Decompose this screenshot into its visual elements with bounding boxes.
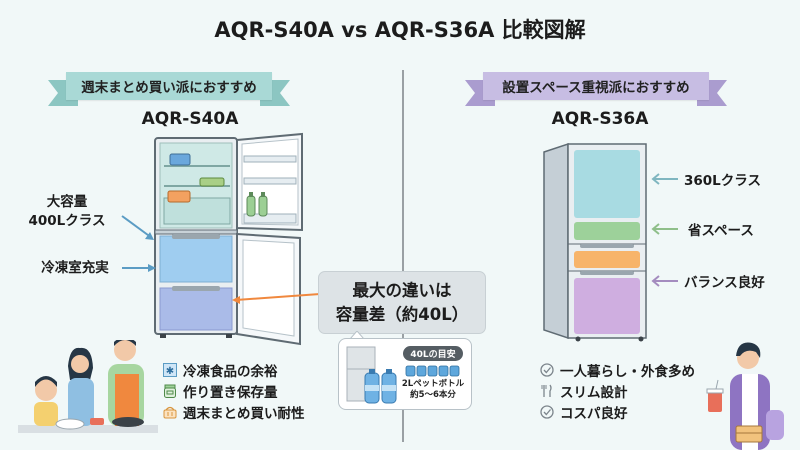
bottles-row-icon	[405, 365, 460, 377]
feature-frozen-food: ✱ 冷凍食品の余裕	[163, 359, 305, 380]
feature-bulk-buy: 週末まとめ買い耐性	[163, 401, 305, 422]
snowflake-icon: ✱	[163, 362, 177, 377]
right-ribbon-text: 設置スペース重視派におすすめ	[483, 72, 709, 100]
right-label-capacity: 360Lクラス	[684, 173, 762, 189]
capacity-label-line1: 大容量	[46, 194, 88, 210]
feature-label: 一人暮らし・外食多め	[560, 363, 695, 380]
feature-label: コスパ良好	[560, 405, 628, 422]
arrow-360l	[651, 173, 678, 185]
callout-pointer	[350, 331, 364, 339]
feature-meal-prep: 作り置き保存量	[163, 380, 305, 401]
difference-arrow	[232, 293, 321, 304]
capacity-label: 大容量 400Lクラス	[22, 193, 112, 231]
feature-cost: コスパ良好	[540, 401, 695, 422]
right-model-name: AQR-S36A	[551, 109, 649, 129]
left-model-name: AQR-S40A	[141, 109, 239, 129]
note-line1: 2Lペットボトル	[401, 379, 465, 389]
feature-label: 作り置き保存量	[183, 384, 278, 401]
difference-callout: 最大の違いは 容量差（約40L）	[318, 271, 486, 334]
center-divider	[402, 70, 404, 442]
freezer-label: 冷凍室充実	[41, 260, 109, 276]
left-arrows	[121, 215, 156, 272]
right-feature-list: 一人暮らし・外食多め スリム設計 コスパ良好	[540, 359, 695, 422]
volume-guide-note: 2Lペットボトル 約5～6本分	[395, 379, 471, 401]
volume-guide-box: 40Lの目安 2Lペットボトル 約5～6本分	[338, 338, 472, 410]
basket-icon	[163, 405, 177, 419]
arrow-space	[651, 223, 678, 235]
right-label-balance: バランス良好	[684, 275, 765, 291]
left-feature-list: ✱ 冷凍食品の余裕 作り置き保存量 週末まとめ買い耐性	[163, 359, 305, 422]
feature-label: スリム設計	[560, 384, 628, 401]
feature-label: 冷凍食品の余裕	[183, 363, 278, 380]
right-label-space: 省スペース	[688, 223, 754, 239]
callout-line2: 容量差（約40L）	[335, 304, 469, 324]
fork-knife-icon	[540, 384, 554, 398]
jar-icon	[163, 384, 177, 398]
left-fridge-illustration	[154, 132, 303, 346]
check-circle-icon	[540, 404, 554, 419]
feature-single-living: 一人暮らし・外食多め	[540, 359, 695, 380]
callout-line1: 最大の違いは	[352, 280, 452, 300]
volume-guide-pill: 40Lの目安	[403, 346, 463, 361]
feature-slim: スリム設計	[540, 380, 695, 401]
right-ribbon: 設置スペース重視派におすすめ	[465, 72, 727, 106]
page-title: AQR-S40A vs AQR-S36A 比較図解	[214, 18, 586, 42]
capacity-label-line2: 400Lクラス	[28, 213, 106, 229]
arrow-balance	[651, 275, 678, 287]
left-ribbon: 週末まとめ買い派におすすめ	[48, 72, 290, 106]
left-ribbon-text: 週末まとめ買い派におすすめ	[66, 72, 272, 100]
svg-text:✱: ✱	[166, 366, 174, 377]
family-cooking-illustration	[18, 340, 158, 433]
single-person-illustration	[706, 342, 784, 450]
fridge-bottles-icon	[346, 346, 397, 404]
right-fridge-illustration	[543, 142, 647, 342]
feature-label: 週末まとめ買い耐性	[183, 405, 305, 422]
check-circle-icon	[540, 362, 554, 377]
note-line2: 約5～6本分	[410, 390, 456, 400]
